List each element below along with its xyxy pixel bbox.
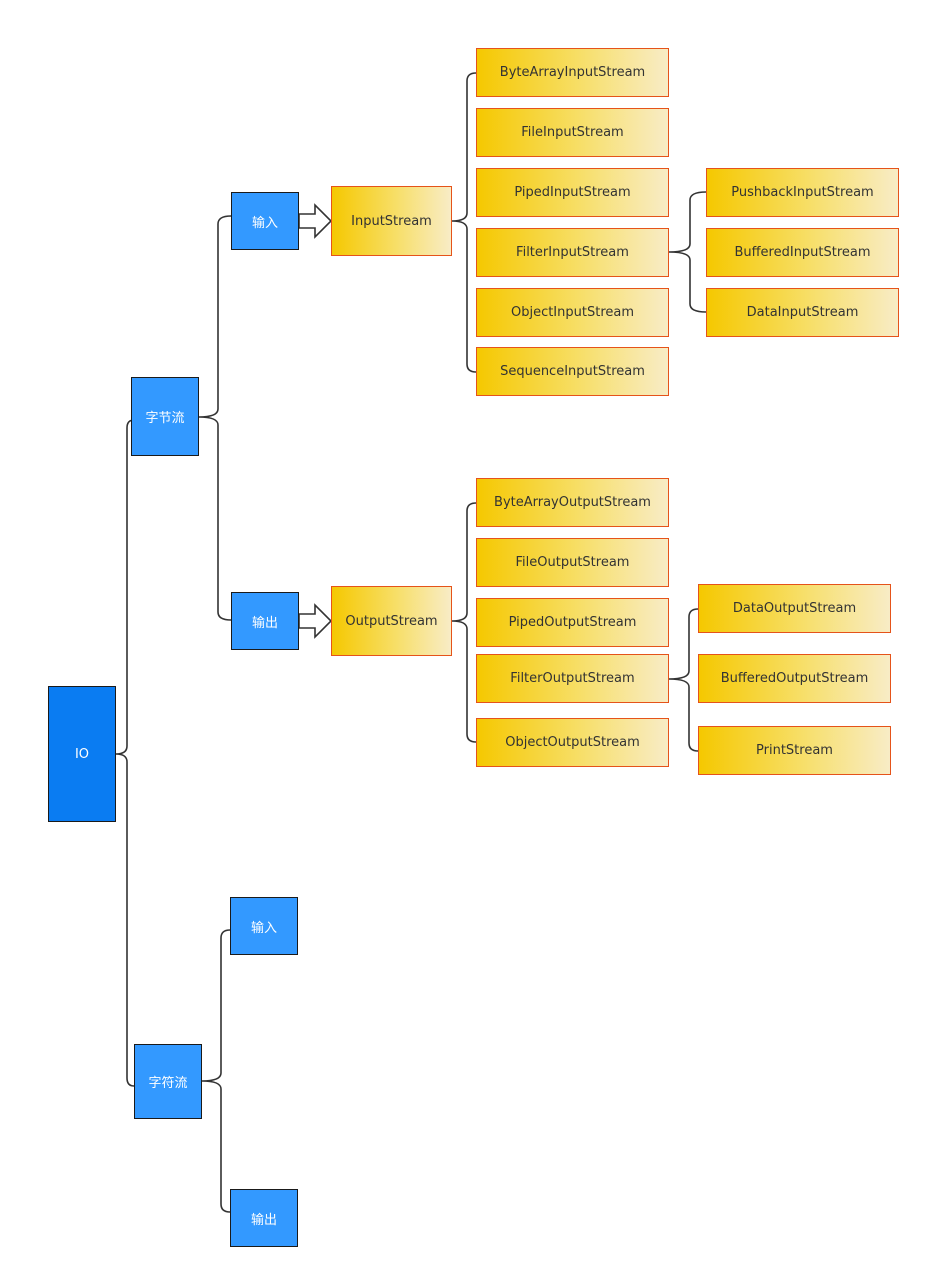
output-child-node[interactable]: FileOutputStream (476, 538, 669, 587)
inputstream-node[interactable]: InputStream (331, 186, 452, 256)
filter-output-bracket (668, 608, 699, 752)
output-child-node[interactable]: ObjectOutputStream (476, 718, 669, 767)
filter-output-child-node[interactable]: DataOutputStream (698, 584, 891, 633)
filter-output-child-node[interactable]: PrintStream (698, 726, 891, 775)
char-stream-node[interactable]: 字符流 (134, 1044, 202, 1119)
char-stream-bracket (201, 929, 231, 1213)
output-child-node[interactable]: ByteArrayOutputStream (476, 478, 669, 527)
io-bracket (115, 419, 135, 1087)
byte-stream-node[interactable]: 字节流 (131, 377, 199, 456)
output-child-node[interactable]: PipedOutputStream (476, 598, 669, 647)
filter-input-child-node[interactable]: DataInputStream (706, 288, 899, 337)
input-child-node[interactable]: PipedInputStream (476, 168, 669, 217)
outputstream-node[interactable]: OutputStream (331, 586, 452, 656)
filter-input-bracket (668, 191, 707, 313)
input-child-node[interactable]: ObjectInputStream (476, 288, 669, 337)
char-input-node[interactable]: 输入 (230, 897, 298, 955)
filter-input-child-node[interactable]: BufferedInputStream (706, 228, 899, 277)
byte-output-node[interactable]: 输出 (231, 592, 299, 650)
inputstream-bracket (451, 72, 477, 373)
input-child-node[interactable]: ByteArrayInputStream (476, 48, 669, 97)
input-child-node[interactable]: FileInputStream (476, 108, 669, 157)
byte-stream-bracket (198, 215, 232, 621)
input-arrow-icon (298, 203, 333, 239)
output-child-node[interactable]: FilterOutputStream (476, 654, 669, 703)
outputstream-bracket (451, 502, 477, 743)
input-child-node[interactable]: FilterInputStream (476, 228, 669, 277)
char-output-node[interactable]: 输出 (230, 1189, 298, 1247)
filter-output-child-node[interactable]: BufferedOutputStream (698, 654, 891, 703)
filter-input-child-node[interactable]: PushbackInputStream (706, 168, 899, 217)
input-child-node[interactable]: SequenceInputStream (476, 347, 669, 396)
io-root-node[interactable]: IO (48, 686, 116, 822)
output-arrow-icon (298, 603, 333, 639)
byte-input-node[interactable]: 输入 (231, 192, 299, 250)
